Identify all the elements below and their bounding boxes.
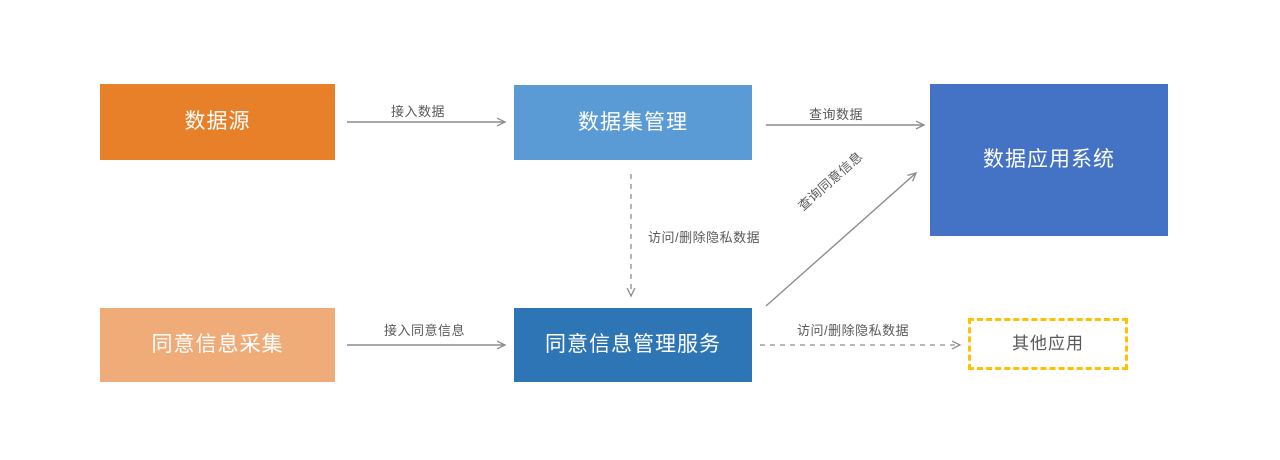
node-data-application-system-label: 数据应用系统 <box>983 148 1115 172</box>
node-other-application[interactable]: 其他应用 <box>968 318 1128 370</box>
node-data-source-label: 数据源 <box>184 110 251 134</box>
node-consent-collection[interactable]: 同意信息采集 <box>100 308 335 382</box>
edge-label-ingest-consent-info: 接入同意信息 <box>384 323 466 338</box>
node-data-application-system[interactable]: 数据应用系统 <box>930 84 1168 236</box>
node-dataset-management[interactable]: 数据集管理 <box>514 85 752 160</box>
edge-label-ingest-data: 接入数据 <box>391 104 446 119</box>
node-consent-collection-label: 同意信息采集 <box>151 333 284 357</box>
node-consent-management-service-label: 同意信息管理服务 <box>545 333 721 357</box>
node-dataset-management-label: 数据集管理 <box>578 110 688 134</box>
node-consent-management-service[interactable]: 同意信息管理服务 <box>514 308 752 382</box>
edge-label-access-delete-privacy-data-vertical: 访问/删除隐私数据 <box>648 230 761 245</box>
edge-label-query-data: 查询数据 <box>809 107 864 122</box>
node-other-application-label: 其他应用 <box>1012 333 1084 353</box>
edge-label-query-consent-info: 查询同意信息 <box>794 148 866 214</box>
node-data-source[interactable]: 数据源 <box>100 84 335 160</box>
edge-query-consent-info <box>765 172 918 307</box>
edge-label-access-delete-privacy-data-horizontal: 访问/删除隐私数据 <box>797 323 910 338</box>
